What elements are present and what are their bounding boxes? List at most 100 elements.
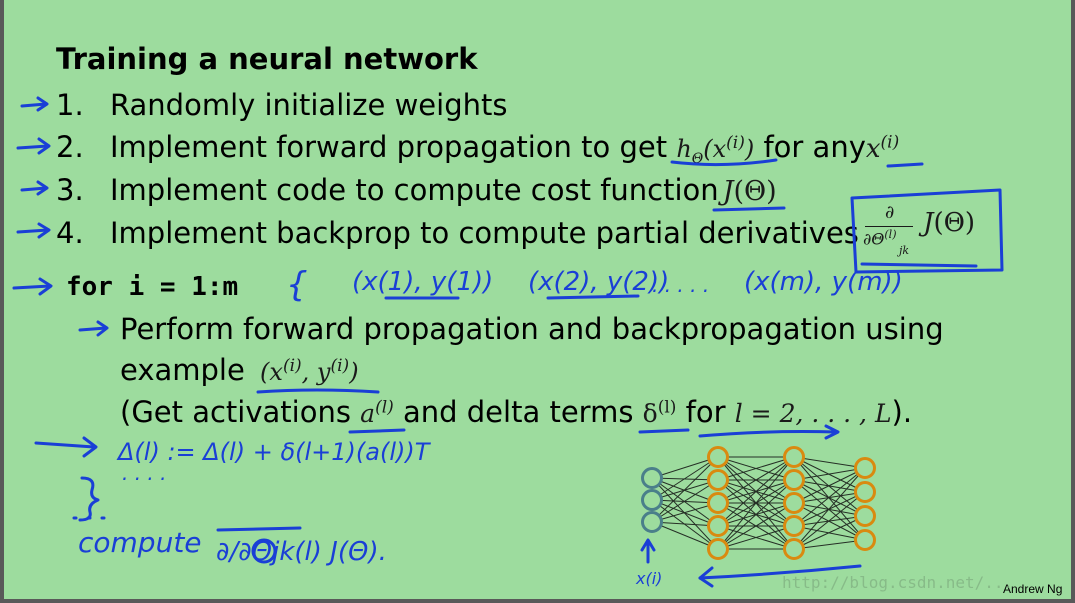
network-node — [707, 446, 729, 468]
example-label: example — [120, 353, 245, 387]
network-node — [707, 538, 729, 560]
network-edge — [651, 456, 719, 479]
loop-line-1: Perform forward propagation and backprop… — [120, 312, 944, 346]
network-edge — [717, 456, 795, 481]
network-edge — [793, 491, 866, 550]
activation-symbol: a(l) — [360, 397, 394, 428]
network-node — [783, 538, 805, 560]
hw-accumulate: Δ(l) := Δ(l) + δ(l+1)(a(l))T — [116, 438, 432, 466]
range-arrow-head — [824, 424, 840, 440]
network-node — [854, 481, 876, 503]
step-2-text: Implement forward propagation to get hΘ(… — [110, 130, 899, 167]
loop-line-2: example (x(i), y(i)) — [120, 353, 359, 387]
input-node — [641, 467, 663, 489]
compute-fraction-bar — [216, 526, 302, 532]
network-node — [783, 515, 805, 537]
network-edge — [793, 467, 866, 550]
network-edge — [651, 479, 719, 523]
network-edge — [717, 525, 795, 550]
loop-line-3: (Get activations a(l) and delta terms δ(… — [120, 395, 912, 429]
layer-range: l = 2, . . . , L — [734, 399, 892, 428]
network-edge — [793, 467, 866, 527]
partial-derivative-formula: ∂ ∂Θ(l) jk J(Θ) — [863, 202, 976, 257]
underline-activation — [348, 428, 406, 434]
hw-compute: compute — [78, 526, 202, 559]
arrow-icon-loop-body — [78, 320, 109, 337]
for-label: for — [685, 395, 726, 429]
arrow-icon-accumulate — [34, 436, 98, 458]
arrow-icon-step-2 — [16, 137, 51, 155]
delta-label: and delta terms — [403, 395, 634, 429]
slide: Training a neural network 1. Randomly in… — [4, 0, 1071, 599]
backprop-arrow-line — [698, 564, 862, 580]
network-edge — [717, 502, 795, 550]
step-1-number: 1. — [56, 88, 84, 122]
delta-symbol: δ(l) — [642, 397, 677, 428]
watermark: http://blog.csdn.net/... — [782, 573, 1013, 592]
backprop-arrow-head — [698, 566, 714, 588]
input-node — [641, 489, 663, 511]
step-4-text: Implement backprop to compute partial de… — [110, 216, 859, 250]
hw-pair-1: (x(1), y(1)) — [352, 267, 493, 297]
network-edge — [651, 521, 719, 550]
hw-ellipsis: . . . . . — [652, 273, 709, 297]
network-edge — [793, 539, 866, 550]
network-node — [783, 446, 805, 468]
arrow-icon-step-4 — [16, 222, 51, 239]
network-edge — [651, 456, 719, 501]
step-2-label: Implement forward propagation to get — [110, 130, 668, 164]
hw-pair-2: (x(2), y(2)) — [528, 267, 669, 297]
activations-label: (Get activations — [120, 395, 351, 429]
network-edge — [717, 456, 795, 550]
underline-x — [886, 162, 924, 168]
network-node — [707, 515, 729, 537]
network-edge — [651, 456, 719, 523]
step-2-hypothesis: hΘ(x(i)) — [676, 133, 755, 167]
network-edge — [717, 456, 795, 504]
hw-open-brace: { — [286, 265, 308, 305]
step-4-number: 4. — [56, 216, 84, 250]
step-3-number: 3. — [56, 173, 84, 207]
derivative-box — [850, 188, 1004, 274]
hw-pair-m: (x(m), y(m)) — [744, 267, 903, 297]
underline-cost — [712, 206, 786, 212]
underline-hypothesis — [670, 158, 778, 167]
arrow-icon-step-1 — [20, 96, 49, 112]
derivative-box-inner-line — [860, 262, 978, 268]
hw-dots: . . . . — [122, 461, 167, 485]
for-loop-code: for i = 1:m — [66, 272, 239, 302]
hw-input-label: x(i) — [635, 569, 662, 588]
network-edge — [793, 515, 866, 550]
network-node — [854, 505, 876, 527]
neural-network-diagram — [641, 446, 876, 560]
step-3-label: Implement code to compute cost function — [110, 173, 719, 207]
arrow-icon-for-loop — [12, 277, 53, 296]
network-edge — [793, 456, 866, 469]
network-node — [783, 492, 805, 514]
arrow-icon-step-3 — [20, 180, 49, 196]
network-node — [854, 529, 876, 551]
step-1-text: Randomly initialize weights — [110, 88, 508, 122]
network-node — [707, 469, 729, 491]
network-node — [707, 492, 729, 514]
underline-example — [256, 388, 380, 394]
line-3-close: ). — [891, 395, 913, 429]
underline-range — [698, 430, 838, 438]
network-edge — [717, 456, 795, 527]
step-3-cost: J(Θ) — [722, 176, 777, 207]
network-edge — [651, 502, 719, 523]
underline-pair-2 — [546, 294, 640, 300]
step-2-suffix: for any — [763, 130, 866, 164]
slide-title: Training a neural network — [56, 42, 478, 76]
input-node — [641, 511, 663, 533]
network-node — [854, 457, 876, 479]
network-edge — [793, 467, 866, 504]
author-credit: Andrew Ng — [1003, 582, 1063, 596]
hw-compute-expr: ∂/∂Θjk(l) J(Θ). — [216, 537, 387, 567]
network-edge — [651, 521, 719, 527]
theta-circle — [251, 538, 277, 564]
network-edge — [793, 467, 866, 481]
input-arrow-head — [640, 538, 656, 552]
